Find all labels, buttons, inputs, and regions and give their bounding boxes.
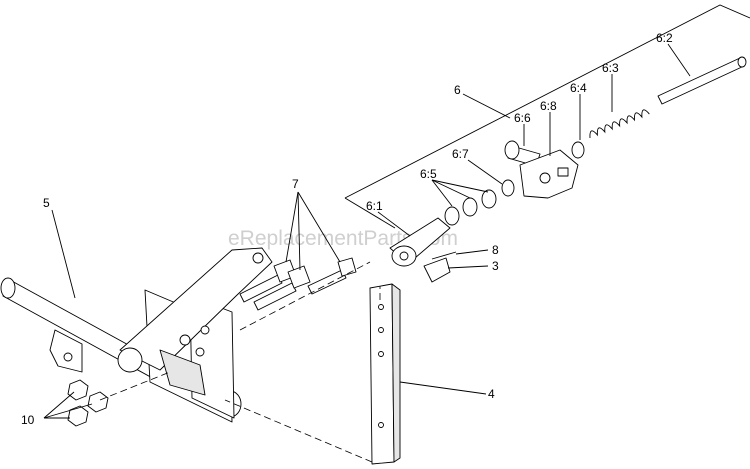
nut-c xyxy=(67,405,89,427)
assembly-6-bracket-end xyxy=(344,197,396,229)
part-6-3-spring xyxy=(589,109,650,139)
callout-6-4: 6:4 xyxy=(570,81,587,95)
leader-6-5c xyxy=(431,179,489,193)
part-3-pin xyxy=(423,257,451,283)
callout-5: 5 xyxy=(43,196,50,210)
bar-hole-1 xyxy=(378,304,384,310)
rod-body xyxy=(657,57,745,105)
leader-5 xyxy=(51,209,76,299)
leader-6-1 xyxy=(377,211,411,237)
part-6-4-washer xyxy=(571,141,585,159)
leader-6 xyxy=(462,93,511,119)
cam-slot xyxy=(557,167,569,177)
bolt-b-shank xyxy=(253,282,297,311)
bar-hole-2 xyxy=(378,327,384,333)
part-6-5-washers xyxy=(444,189,497,226)
callout-6-2: 6:2 xyxy=(656,31,673,45)
bar-body xyxy=(369,283,395,465)
bar-hole-4 xyxy=(378,422,384,428)
frame-tube-end xyxy=(0,277,16,299)
bolt-a-shank xyxy=(239,274,283,303)
callout-6-7: 6:7 xyxy=(452,147,469,161)
callout-7: 7 xyxy=(292,177,299,191)
leader-8 xyxy=(455,249,489,255)
rod-end xyxy=(737,56,747,68)
frame-arm xyxy=(119,247,273,371)
cam-body xyxy=(519,149,579,199)
part-8-cotter-pin xyxy=(431,251,457,260)
washer-a xyxy=(444,206,460,226)
part-6-7-washer xyxy=(501,179,515,197)
leader-10a xyxy=(43,391,75,419)
bolt-b-head xyxy=(287,265,311,289)
frame-lower-tab xyxy=(49,329,83,373)
leader-10b xyxy=(43,403,93,419)
callout-6-8: 6:8 xyxy=(540,99,557,113)
bar-hole-3 xyxy=(378,351,384,357)
part-5-hitch-frame xyxy=(0,247,273,423)
bolt-b xyxy=(253,265,311,311)
frame-hole-c xyxy=(195,347,205,357)
leader-7b xyxy=(297,191,301,271)
callout-10: 10 xyxy=(21,413,35,427)
callout-6: 6 xyxy=(454,83,461,97)
frame-pivot-boss xyxy=(117,347,143,373)
leader-7a xyxy=(285,191,299,263)
leader-7c xyxy=(297,191,341,263)
part-7-bolts xyxy=(239,257,357,311)
cam-hole xyxy=(539,172,551,184)
frame-arm-hole xyxy=(252,252,264,264)
assembly-6-bracket-line xyxy=(344,4,750,199)
callout-6-6: 6:6 xyxy=(514,111,531,125)
callout-6-1: 6:1 xyxy=(366,199,383,213)
leader-6-7 xyxy=(467,159,503,185)
leader-4 xyxy=(399,381,487,395)
alignment-line-c xyxy=(99,371,171,401)
alignment-line-a xyxy=(224,399,373,463)
nut-b xyxy=(87,391,109,413)
leader-6-5b xyxy=(431,179,471,199)
part-6-1-clevis xyxy=(389,217,451,267)
part-6-2-rod xyxy=(657,56,747,105)
callout-4: 4 xyxy=(488,387,495,401)
nut-a xyxy=(67,379,89,401)
part-10-nuts xyxy=(67,379,109,427)
leader-6-2 xyxy=(667,43,691,77)
alignment-line-b xyxy=(239,261,371,331)
bolt-c-shank xyxy=(307,269,347,295)
washer-c xyxy=(481,189,497,209)
callout-3: 3 xyxy=(492,259,499,273)
callout-6-5: 6:5 xyxy=(420,167,437,181)
bolt-6-6-head xyxy=(504,140,520,160)
spring-coils xyxy=(589,109,650,139)
frame-hole-b xyxy=(200,325,210,335)
callout-6-3: 6:3 xyxy=(602,61,619,75)
clevis-eye-hole xyxy=(399,251,409,261)
part-4-vertical-bar xyxy=(369,283,401,465)
callout-8: 8 xyxy=(492,243,499,257)
bolt-c xyxy=(307,257,357,295)
washer-b xyxy=(462,197,478,217)
frame-tab-hole xyxy=(63,352,73,362)
leader-3 xyxy=(447,265,489,269)
leader-6-5a xyxy=(431,179,453,207)
part-6-8-cam xyxy=(519,149,579,199)
frame-hole-a xyxy=(179,334,191,346)
bar-side xyxy=(391,283,401,463)
